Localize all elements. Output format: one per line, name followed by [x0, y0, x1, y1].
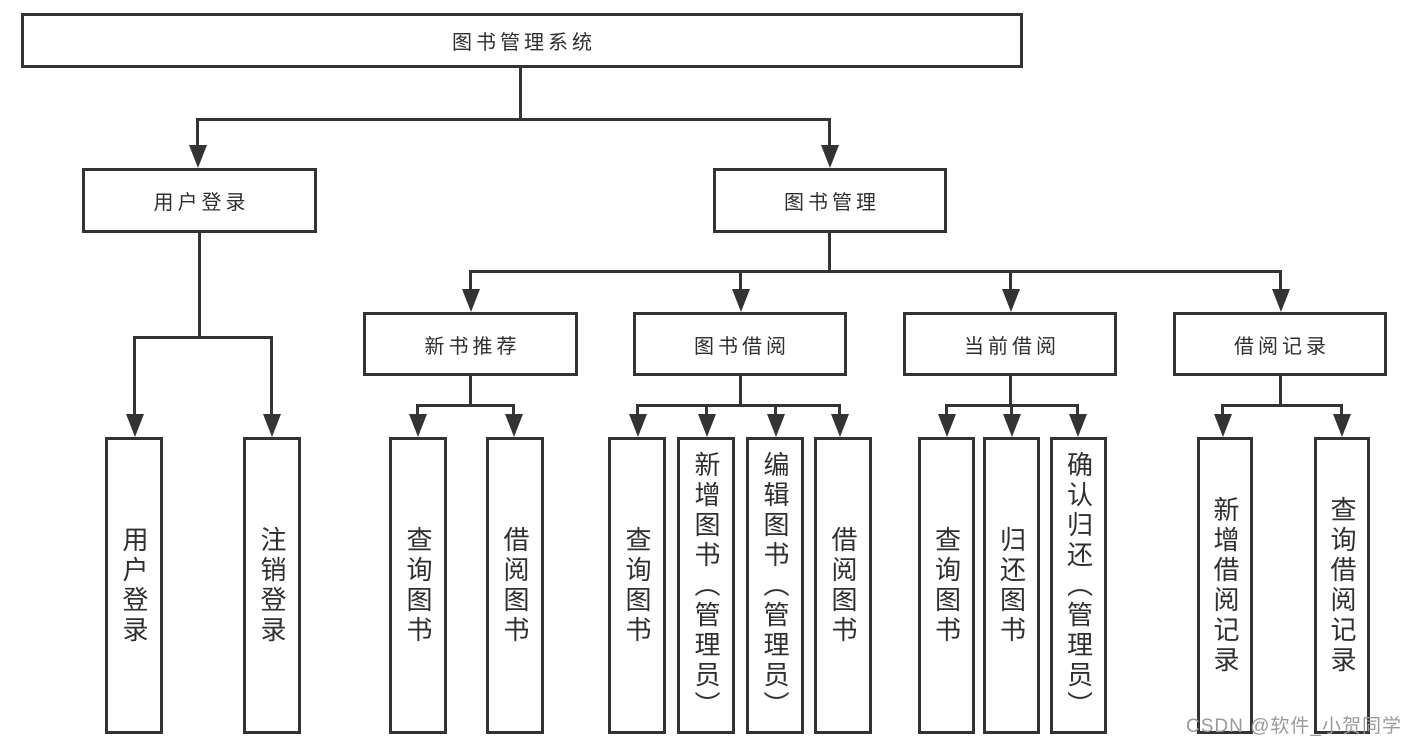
- arrowhead-user-login: [189, 145, 207, 168]
- arrowhead-bb-leaf-2: [698, 414, 716, 437]
- connector-nbr-drop-1: [416, 404, 419, 416]
- arrowhead-new-book-recommend: [462, 289, 480, 312]
- connector-bb-drop-3: [774, 404, 777, 416]
- node-book-management: 图书管理: [713, 168, 947, 233]
- connector-br-drop-2: [1340, 404, 1343, 416]
- node-root: 图书管理系统: [21, 13, 1023, 68]
- connector-nbr-stub: [469, 376, 472, 406]
- leaf-bb-query-books: 查询图书: [608, 437, 666, 734]
- connector-book-mgmt-drop-4: [1279, 270, 1282, 290]
- connector-user-login-stub: [198, 233, 201, 338]
- node-borrow-records-label: 借阅记录: [1234, 335, 1330, 358]
- leaf-br-add-record: 新增借阅记录: [1197, 437, 1253, 734]
- leaf-nbr-borrow-books: 借阅图书: [486, 437, 544, 734]
- connector-br-branch: [1221, 404, 1343, 407]
- leaf-cb-return-books: 归还图书: [983, 437, 1040, 734]
- node-borrow-records: 借阅记录: [1173, 312, 1387, 376]
- connector-bb-drop-1: [636, 404, 639, 416]
- leaf-logout: 注销登录: [243, 437, 301, 734]
- leaf-br-query-record-label: 查询借阅记录: [1327, 495, 1357, 676]
- arrowhead-cb-leaf-1: [938, 414, 956, 437]
- connector-book-mgmt-stub: [828, 233, 831, 273]
- connector-root-drop-left: [196, 118, 199, 148]
- arrowhead-cb-leaf-3: [1069, 414, 1087, 437]
- arrowhead-br-leaf-2: [1333, 414, 1351, 437]
- connector-cb-drop-1: [945, 404, 948, 416]
- leaf-bb-add-books-admin: 新增图书（管理员）: [677, 437, 735, 734]
- connector-nbr-drop-2: [512, 404, 515, 416]
- leaf-bb-edit-books-admin-label: 编辑图书（管理员）: [760, 450, 790, 721]
- connector-br-stub: [1279, 376, 1282, 406]
- arrowhead-bb-leaf-3: [767, 414, 785, 437]
- node-book-borrow: 图书借阅: [633, 312, 847, 376]
- connector-bb-drop-2: [705, 404, 708, 416]
- node-book-management-label: 图书管理: [784, 192, 880, 214]
- connector-cb-drop-3: [1076, 404, 1079, 416]
- leaf-user-login-label: 用户登录: [119, 525, 149, 646]
- leaf-user-login: 用户登录: [105, 437, 163, 734]
- arrowhead-borrow-records: [1272, 289, 1290, 312]
- connector-user-login-branch: [133, 336, 273, 339]
- connector-bb-drop-4: [838, 404, 841, 416]
- leaf-bb-edit-books-admin: 编辑图书（管理员）: [746, 437, 804, 734]
- leaf-nbr-query-books-label: 查询图书: [403, 525, 433, 646]
- leaf-nbr-borrow-books-label: 借阅图书: [500, 525, 530, 646]
- csdn-watermark: CSDN @软件_小贺同学: [1186, 716, 1402, 737]
- node-user-login-label: 用户登录: [153, 192, 250, 214]
- arrowhead-bb-leaf-1: [629, 414, 647, 437]
- leaf-logout-label: 注销登录: [257, 525, 287, 646]
- arrowhead-current-borrow: [1002, 289, 1020, 312]
- node-current-borrow-label: 当前借阅: [964, 335, 1060, 358]
- node-current-borrow: 当前借阅: [903, 312, 1117, 376]
- leaf-br-query-record: 查询借阅记录: [1314, 437, 1370, 734]
- connector-book-mgmt-drop-1: [469, 270, 472, 290]
- leaf-cb-query-books: 查询图书: [918, 437, 975, 734]
- leaf-bb-query-books-label: 查询图书: [622, 525, 652, 646]
- arrowhead-leaf-user-login: [126, 414, 144, 437]
- node-book-borrow-label: 图书借阅: [694, 335, 790, 358]
- leaf-cb-confirm-return-admin: 确认归还（管理员）: [1050, 437, 1107, 734]
- connector-bb-branch: [636, 404, 841, 407]
- arrowhead-book-management: [821, 145, 839, 168]
- connector-bb-stub: [739, 376, 742, 406]
- connector-book-mgmt-branch: [469, 270, 1281, 273]
- leaf-nbr-query-books: 查询图书: [389, 437, 447, 734]
- node-new-book-recommend-label: 新书推荐: [424, 335, 521, 358]
- node-root-label: 图书管理系统: [452, 32, 596, 54]
- connector-root-stub: [519, 66, 522, 120]
- leaf-bb-borrow-books: 借阅图书: [814, 437, 872, 734]
- leaf-bb-borrow-books-label: 借阅图书: [828, 525, 858, 646]
- connector-user-login-drop-2: [270, 336, 273, 416]
- arrowhead-br-leaf-1: [1214, 414, 1232, 437]
- arrowhead-book-borrow: [732, 289, 750, 312]
- node-user-login: 用户登录: [82, 168, 317, 233]
- leaf-cb-confirm-return-admin-label: 确认归还（管理员）: [1063, 450, 1094, 721]
- node-new-book-recommend: 新书推荐: [363, 312, 578, 376]
- leaf-cb-query-books-label: 查询图书: [931, 525, 962, 646]
- leaf-br-add-record-label: 新增借阅记录: [1210, 495, 1240, 676]
- connector-root-branch: [196, 118, 831, 121]
- leaf-cb-return-books-label: 归还图书: [996, 525, 1027, 646]
- connector-br-drop-1: [1221, 404, 1224, 416]
- arrowhead-leaf-logout: [263, 414, 281, 437]
- arrowhead-cb-leaf-2: [1003, 414, 1021, 437]
- connector-root-drop-right: [828, 118, 831, 148]
- connector-nbr-branch: [416, 404, 515, 407]
- connector-book-mgmt-drop-3: [1009, 270, 1012, 290]
- connector-book-mgmt-drop-2: [739, 270, 742, 290]
- arrowhead-nbr-leaf-1: [409, 414, 427, 437]
- leaf-bb-add-books-admin-label: 新增图书（管理员）: [691, 450, 721, 721]
- connector-cb-drop-2: [1010, 404, 1013, 416]
- arrowhead-bb-leaf-4: [831, 414, 849, 437]
- connector-user-login-drop-1: [133, 336, 136, 416]
- arrowhead-nbr-leaf-2: [505, 414, 523, 437]
- connector-cb-stub: [1009, 376, 1012, 406]
